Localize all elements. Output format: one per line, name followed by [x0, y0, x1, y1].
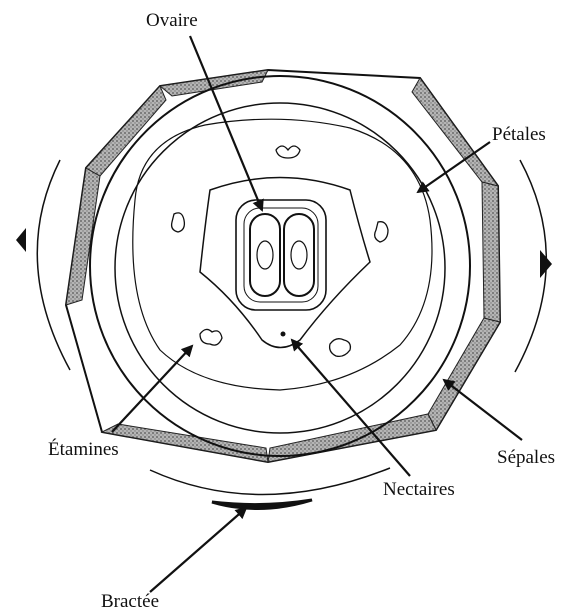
label-bract: Bractée	[101, 592, 159, 611]
label-petals: Pétales	[492, 125, 546, 144]
sepal-tip	[482, 182, 500, 322]
outer-arc-left	[37, 160, 70, 370]
bract	[150, 468, 390, 495]
label-stamens: Étamines	[48, 440, 119, 459]
arrow-sepales	[444, 380, 522, 440]
nectary	[281, 332, 286, 337]
left-bracteole-mark	[16, 228, 26, 252]
label-nectaries: Nectaires	[383, 480, 455, 499]
arrow-bractee	[150, 508, 246, 592]
bract-thickening	[212, 500, 312, 509]
label-sepals: Sépales	[497, 448, 555, 467]
label-ovary: Ovaire	[146, 11, 198, 30]
